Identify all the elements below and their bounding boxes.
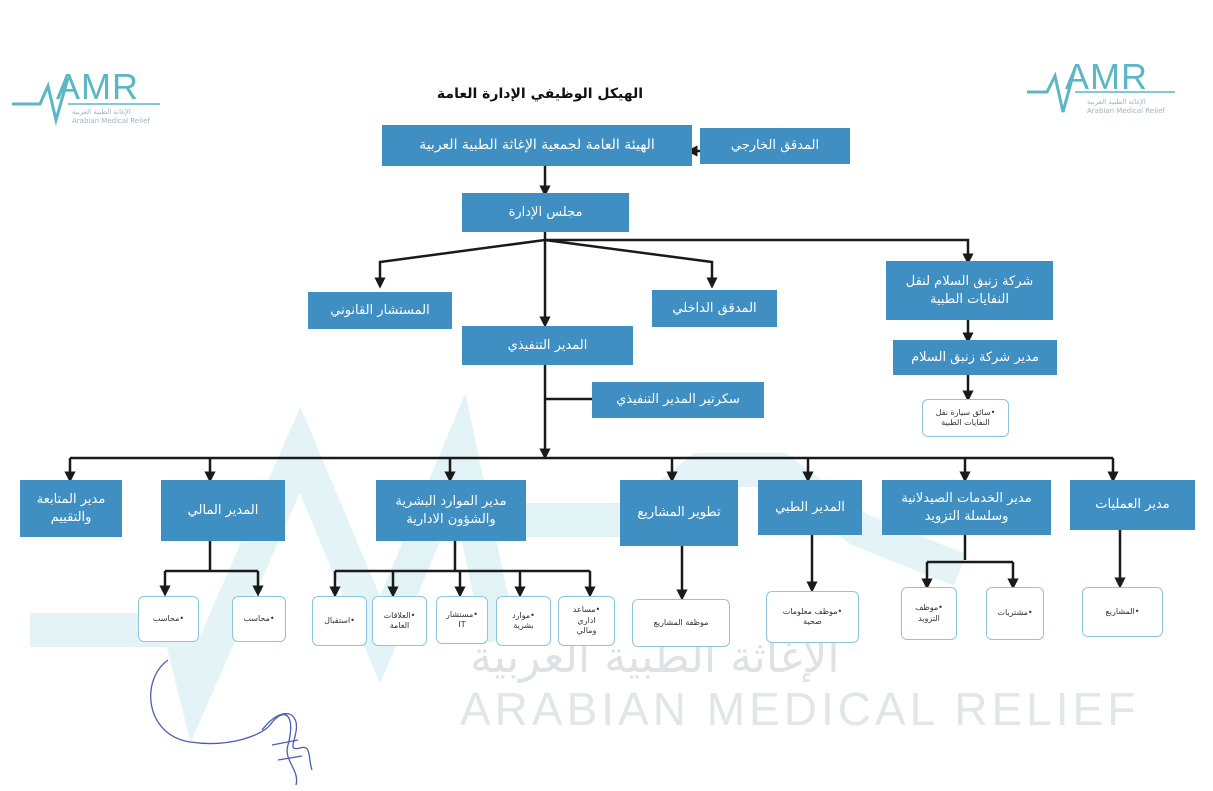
logo-subtitle-ar: الإغاثة الطبية العربية bbox=[72, 108, 131, 116]
watermark-english: ARABIAN MEDICAL RELIEF bbox=[460, 683, 1140, 735]
node-internal-auditor: المدقق الداخلي bbox=[652, 290, 777, 327]
logo-right: AMR الإغاثة الطبية العربية Arabian Medic… bbox=[1025, 56, 1185, 126]
logo-left: AMR الإغاثة الطبية العربية Arabian Medic… bbox=[10, 60, 170, 130]
leaf-reception: •استقبال bbox=[312, 596, 367, 646]
node-monitoring-manager: مدير المتابعة والتقييم bbox=[20, 480, 122, 537]
logo-subtitle-en: Arabian Medical Relief bbox=[72, 117, 150, 125]
connectors bbox=[64, 145, 1126, 601]
node-company-manager: مدير شركة زنبق السلام bbox=[893, 340, 1057, 375]
leaf-driver: •سائق سيارة نقل النفايات الطبية bbox=[922, 399, 1009, 437]
node-ceo: المدير التنفيذي bbox=[462, 326, 633, 365]
node-general-body: الهيئة العامة لجمعية الإغاثة الطبية العر… bbox=[382, 125, 692, 166]
leaf-public-relations: •العلاقات العامة bbox=[372, 596, 427, 646]
leaf-it-consultant: •مستشار IT bbox=[436, 596, 488, 644]
leaf-health-info: •موظف معلومات صحية bbox=[766, 591, 859, 643]
node-finance-manager: المدير المالي bbox=[161, 480, 285, 541]
logo-heartbeat-icon bbox=[1027, 67, 1175, 113]
node-projects-dev: تطوير المشاريع bbox=[620, 480, 738, 546]
node-legal-advisor: المستشار القانوني bbox=[308, 292, 452, 329]
node-medical-director: المدير الطبي bbox=[758, 480, 862, 535]
chart-title: الهيكل الوظيفي الإدارة العامة bbox=[436, 86, 644, 102]
node-external-auditor: المدقق الخارجي bbox=[700, 128, 850, 164]
leaf-accountant: •محاسب bbox=[138, 596, 199, 642]
node-operations-manager: مدير العمليات bbox=[1070, 480, 1195, 530]
leaf-admin-assistant: •مساعد اداري ومالي bbox=[558, 596, 615, 646]
leaf-hr-officer: •موارد بشرية bbox=[496, 596, 551, 646]
node-ceo-secretary: سكرتير المدير التنفيذي bbox=[592, 382, 764, 418]
leaf-supply-officer: •موظف التزويد bbox=[901, 587, 957, 640]
signature bbox=[150, 659, 313, 786]
logo-word: AMR bbox=[56, 66, 139, 107]
logo-subtitle-ar: الإغاثة الطبية العربية bbox=[1087, 98, 1146, 106]
node-pharmacy-manager: مدير الخدمات الصيدلانية وسلسلة التزويد bbox=[882, 480, 1051, 535]
logo-word: AMR bbox=[1065, 56, 1148, 97]
logo-subtitle-en: Arabian Medical Relief bbox=[1087, 107, 1165, 115]
leaf-purchasing: •مشتريات bbox=[986, 587, 1044, 640]
leaf-accountant: •محاسب bbox=[232, 596, 286, 642]
node-board: مجلس الإدارة bbox=[462, 193, 629, 232]
leaf-projects: •المشاريع bbox=[1082, 587, 1163, 637]
leaf-projects-officer: موظفة المشاريع bbox=[632, 599, 730, 647]
node-hr-manager: مدير الموارد البشرية والشؤون الادارية bbox=[376, 480, 526, 541]
logo-heartbeat-icon bbox=[12, 77, 160, 126]
node-company: شركة زنبق السلام لنقل النفايات الطبية bbox=[886, 261, 1053, 320]
